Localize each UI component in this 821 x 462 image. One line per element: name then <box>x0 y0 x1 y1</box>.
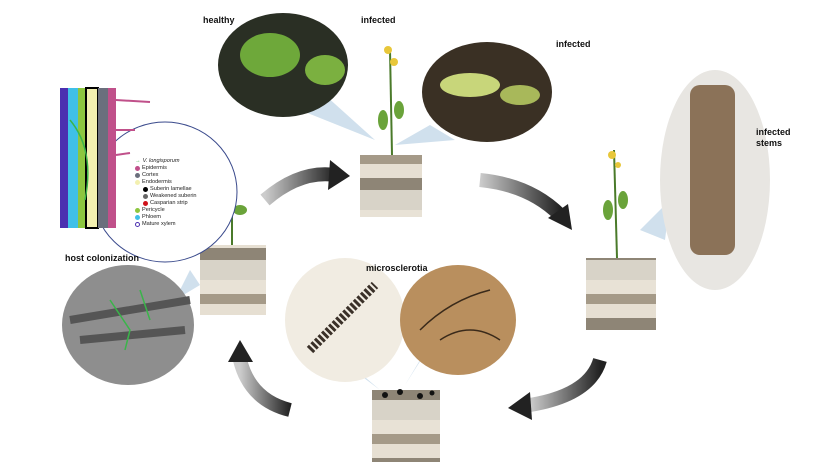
soil-block-right <box>586 258 656 330</box>
legend-label: Mature xylem <box>142 221 176 227</box>
legend-item: Endodermis <box>135 179 197 186</box>
legend-item: Cortex <box>135 172 197 179</box>
legend-marker-icon <box>143 194 148 199</box>
host-colonization-photo <box>62 265 194 385</box>
label-host-colonization: host colonization <box>65 253 139 263</box>
legend-label: Suberin lamellae <box>150 186 192 192</box>
legend-item: Weakened suberin <box>135 193 197 200</box>
legend-label: Endodermis <box>142 179 172 185</box>
legend-marker-icon <box>135 208 140 213</box>
label-infected-stems: infected stems <box>756 127 791 148</box>
plant-icons <box>231 49 618 259</box>
cycle-arrows <box>228 160 607 420</box>
legend-item: →V. longisporum <box>135 158 197 165</box>
legend-label: Pericycle <box>142 207 165 213</box>
soil-block-bottom <box>372 390 440 462</box>
label-infected-plant: infected <box>361 15 396 25</box>
legend-item: Pericycle <box>135 207 197 214</box>
legend-item: Epidermis <box>135 165 197 172</box>
label-infected-closeup: infected <box>556 39 591 49</box>
legend-item: Suberin lamellae <box>135 186 197 193</box>
legend-label: Epidermis <box>142 165 167 171</box>
legend-item: Phloem <box>135 214 197 221</box>
legend-item: Mature xylem <box>135 221 197 228</box>
legend-marker-icon <box>135 180 140 185</box>
soil-block-top <box>360 155 422 217</box>
microsclerotia-photo-2 <box>400 265 516 375</box>
arrow-icon: → <box>135 158 141 164</box>
legend-label: V. longisporum <box>142 158 180 164</box>
legend-marker-icon <box>143 201 148 206</box>
legend-marker-icon <box>135 166 140 171</box>
soil-block-left <box>200 245 266 315</box>
label-healthy: healthy <box>203 15 235 25</box>
legend-item: Casparian strip <box>135 200 197 207</box>
legend-label: Casparian strip <box>150 200 188 206</box>
legend-marker-icon <box>135 173 140 178</box>
legend-marker-icon <box>135 215 140 220</box>
legend-marker-icon <box>135 222 140 227</box>
label-microsclerotia: microsclerotia <box>366 263 428 273</box>
legend-label: Weakened suberin <box>150 193 197 199</box>
legend-label: Cortex <box>142 172 159 178</box>
legend-marker-icon <box>143 187 148 192</box>
root-cross-section <box>60 87 151 229</box>
legend-label: Phloem <box>142 214 161 220</box>
